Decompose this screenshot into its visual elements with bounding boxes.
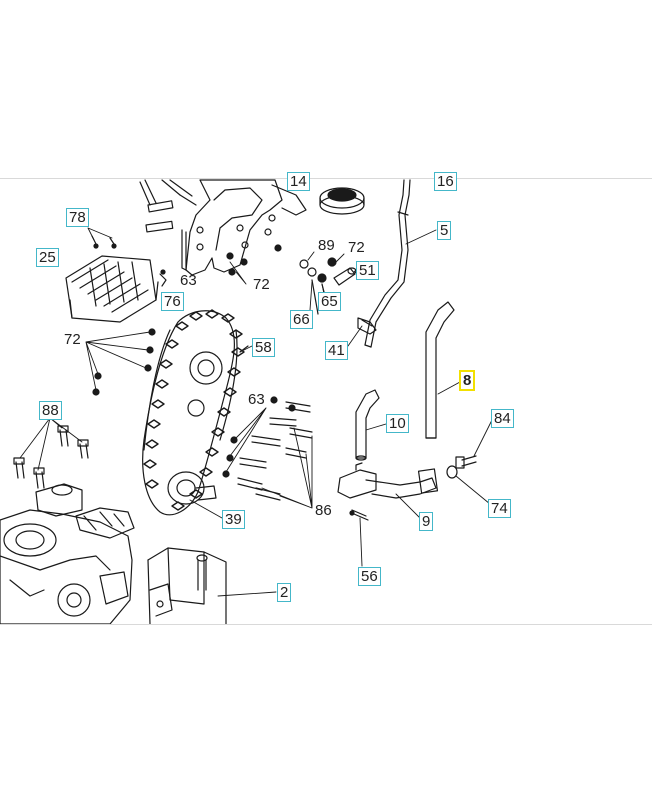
lever-part-9 (337, 462, 439, 499)
callout-63-top: 63 (180, 272, 197, 289)
callout-72-left: 72 (64, 331, 81, 348)
bolts-63-86 (222, 396, 313, 501)
bolt-part-84 (455, 455, 477, 469)
callout-16: 16 (434, 172, 457, 191)
callout-9: 9 (419, 512, 434, 531)
small-fasteners (299, 257, 337, 315)
pin-part-56 (349, 509, 369, 521)
handle-part-8 (425, 301, 455, 439)
engine (0, 483, 135, 624)
callout-2: 2 (277, 583, 292, 602)
bolts-88 (13, 425, 89, 489)
callout-89: 89 (318, 237, 335, 254)
callout-66: 66 (290, 310, 313, 329)
leader-lines (19, 227, 493, 597)
callout-41: 41 (325, 341, 348, 360)
callout-51: 51 (356, 261, 379, 280)
screws-72-top (226, 244, 282, 276)
screws-72-left (92, 328, 156, 396)
callout-10: 10 (386, 414, 409, 433)
callout-14: 14 (287, 172, 310, 191)
callout-86: 86 (315, 502, 332, 519)
top-bolts-group (139, 179, 197, 233)
handle-rod-5 (364, 179, 411, 348)
top-frame-line (0, 178, 652, 179)
frame-part-2 (147, 547, 227, 624)
callout-65: 65 (318, 292, 341, 311)
handle-part-10 (355, 389, 380, 461)
clip-part-41 (357, 317, 377, 335)
callout-78: 78 (66, 208, 89, 227)
heat-shield-25 (65, 255, 159, 323)
callout-5: 5 (437, 221, 452, 240)
callout-84: 84 (491, 409, 514, 428)
callout-72-top: 72 (253, 276, 270, 293)
pin-part-51 (333, 267, 357, 286)
callout-76: 76 (161, 292, 184, 311)
callout-63-mid: 63 (248, 391, 265, 408)
callout-88: 88 (39, 401, 62, 420)
callout-25: 25 (36, 248, 59, 267)
callout-74: 74 (488, 499, 511, 518)
callout-72-small: 72 (348, 239, 365, 256)
callout-8-highlighted: 8 (459, 370, 476, 391)
chain-case (142, 309, 249, 516)
part-76 (159, 269, 167, 287)
callout-39: 39 (222, 510, 245, 529)
bottom-frame-line (0, 624, 652, 625)
pulley-part (319, 187, 365, 215)
callout-56: 56 (358, 567, 381, 586)
nut-part-74 (446, 465, 458, 479)
callout-58: 58 (252, 338, 275, 357)
